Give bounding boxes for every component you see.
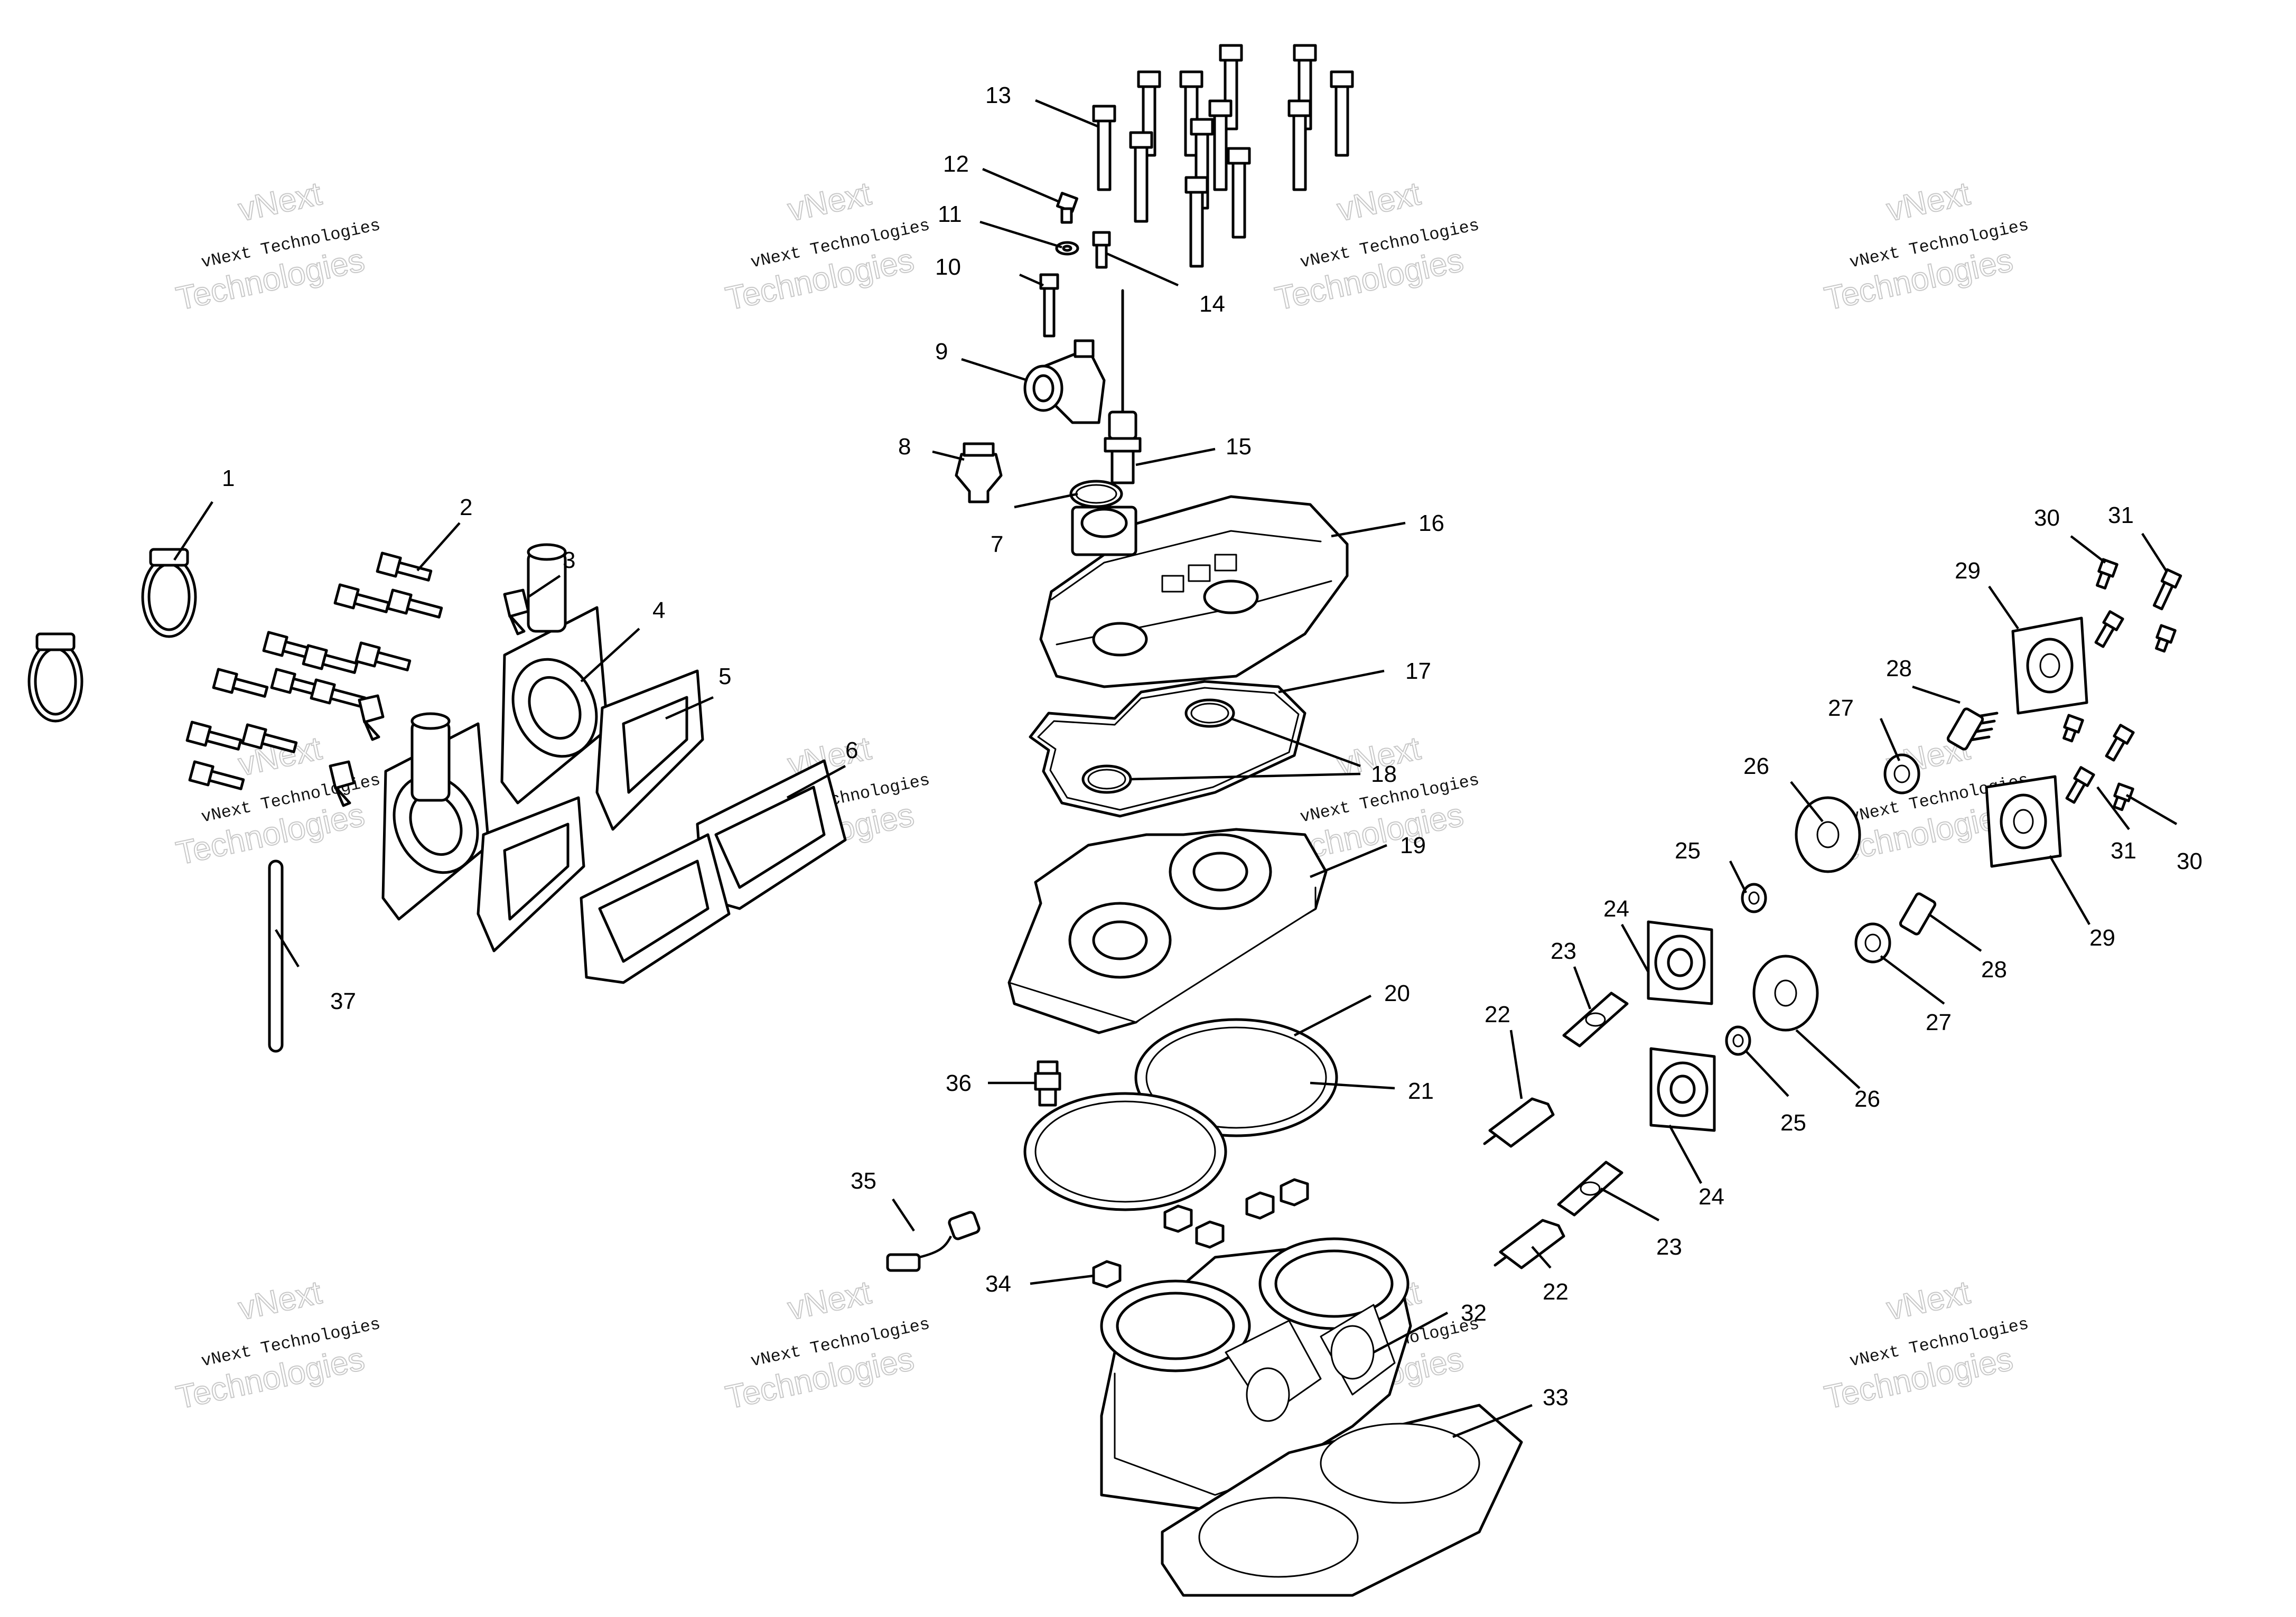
part-35-sensor [886, 1211, 981, 1272]
nuts [1163, 1178, 1309, 1249]
part-5-reed-stuffer [477, 669, 704, 952]
part-24-pump-housing [1647, 920, 1716, 1132]
part-22-fittings [1483, 1097, 1565, 1269]
callout-8: 8 [898, 434, 911, 460]
callout-25b: 25 [1780, 1110, 1806, 1136]
callout-37: 37 [330, 988, 356, 1014]
part-30-31-screws [2062, 558, 2182, 811]
callout-9: 9 [935, 339, 948, 364]
part-17-head-gasket [1029, 680, 1306, 818]
part-19-cylinder-head [1007, 828, 1328, 1034]
watermark-brand-text: vNext [1883, 175, 1973, 228]
callout-3: 3 [563, 547, 575, 573]
callout-31b: 31 [2111, 838, 2136, 864]
leader-lines [173, 99, 2178, 1438]
part-23-gaskets [1557, 992, 1629, 1217]
watermark-brand-text: vNext [235, 1274, 324, 1327]
part-37-rod [268, 859, 284, 1053]
part-15-temperature-sensor [1104, 289, 1142, 484]
part-1-hose-clamp [27, 548, 197, 723]
callout-27b: 27 [1926, 1010, 1952, 1035]
callout-25: 25 [1675, 838, 1701, 864]
part-7-o-ring [1069, 480, 1123, 508]
callout-20: 20 [1384, 980, 1410, 1006]
watermark-top-center: vNext vNext Technologies Technologies [722, 175, 932, 318]
callout-13: 13 [985, 82, 1011, 108]
part-27-bearings [1854, 753, 1920, 964]
callout-17: 17 [1405, 658, 1431, 684]
watermark-brand-text: vNext [785, 175, 874, 228]
callout-35: 35 [851, 1168, 876, 1194]
callout-32: 32 [1461, 1300, 1487, 1326]
part-16-head-cover [1039, 495, 1349, 688]
callout-7: 7 [991, 531, 1003, 557]
part-8-thermostat [955, 442, 1003, 503]
part-12-bolt [1056, 192, 1079, 224]
callout-33: 33 [1543, 1385, 1569, 1410]
callout-24b: 24 [1698, 1184, 1724, 1210]
callout-26b: 26 [1854, 1086, 1880, 1112]
callout-15: 15 [1226, 434, 1252, 460]
callout-23b: 23 [1656, 1234, 1682, 1260]
part-33-base-gasket [1161, 1404, 1523, 1597]
callout-26: 26 [1743, 753, 1769, 779]
callout-6: 6 [845, 737, 858, 763]
part-11-washer [1055, 241, 1079, 256]
callout-4: 4 [652, 597, 665, 623]
watermark-brand-text: vNext [1883, 1274, 1973, 1327]
watermark-bottom-center: vNext vNext Technologies Technologies [722, 1274, 932, 1417]
watermark-brand-text: vNext [235, 175, 324, 228]
part-4-intake-flange [381, 543, 609, 921]
callout-5: 5 [718, 663, 731, 689]
part-32-cylinders [1100, 1237, 1412, 1512]
callout-19: 19 [1400, 833, 1426, 858]
callout-21: 21 [1408, 1078, 1434, 1104]
part-9-water-outlet [1023, 339, 1106, 424]
callout-12: 12 [943, 151, 969, 177]
watermark-top-right: vNext vNext Technologies Technologies [1821, 175, 2031, 318]
callout-18: 18 [1371, 761, 1397, 787]
callout-30: 30 [2034, 505, 2060, 531]
part-6-reed-valve [580, 759, 847, 984]
callout-22: 22 [1485, 1002, 1510, 1027]
callout-labels: 1 2 3 4 5 6 7 8 9 10 11 12 13 14 15 16 1… [222, 82, 2202, 1410]
callout-16: 16 [1418, 510, 1444, 536]
part-3-clips [329, 588, 530, 807]
callout-27: 27 [1828, 695, 1854, 721]
callout-36: 36 [946, 1070, 972, 1096]
callout-10: 10 [935, 254, 961, 280]
part-21-gasket [1023, 1092, 1227, 1211]
part-10-bolt [1039, 273, 1059, 338]
part-34-nut [1092, 1260, 1122, 1288]
part-26-impellers [1752, 796, 1861, 1032]
watermark-brand-text: vNext [785, 1274, 874, 1327]
watermark-bottom-right: vNext vNext Technologies Technologies [1821, 1274, 2031, 1417]
part-13-head-bolts [1092, 44, 1354, 268]
part-29-covers [1985, 616, 2088, 868]
watermark-top-left: vNext vNext Technologies Technologies [173, 175, 382, 318]
callout-1: 1 [222, 465, 235, 491]
callout-30b: 30 [2177, 848, 2202, 874]
part-25-seals [1725, 883, 1767, 1056]
callout-29: 29 [1955, 558, 1981, 584]
callout-24: 24 [1603, 896, 1629, 922]
part-36-fitting [1034, 1060, 1061, 1107]
callout-31: 31 [2108, 502, 2134, 528]
callout-22b: 22 [1543, 1279, 1569, 1305]
callout-11: 11 [938, 201, 962, 227]
part-28-springs [1899, 707, 1999, 936]
watermark-brand-text: vNext [1334, 175, 1423, 228]
callout-28: 28 [1886, 656, 1912, 681]
callout-29b: 29 [2089, 925, 2115, 951]
callout-34: 34 [985, 1271, 1011, 1297]
part-2-bolts [185, 552, 443, 790]
callout-14: 14 [1199, 291, 1225, 317]
watermark-top-right-center: vNext vNext Technologies Technologies [1272, 175, 1481, 318]
callout-2: 2 [460, 494, 472, 520]
watermark-bottom-left: vNext vNext Technologies Technologies [173, 1274, 382, 1417]
callout-23: 23 [1551, 938, 1576, 964]
callout-28b: 28 [1981, 957, 2007, 983]
part-14-bolt [1092, 231, 1111, 269]
